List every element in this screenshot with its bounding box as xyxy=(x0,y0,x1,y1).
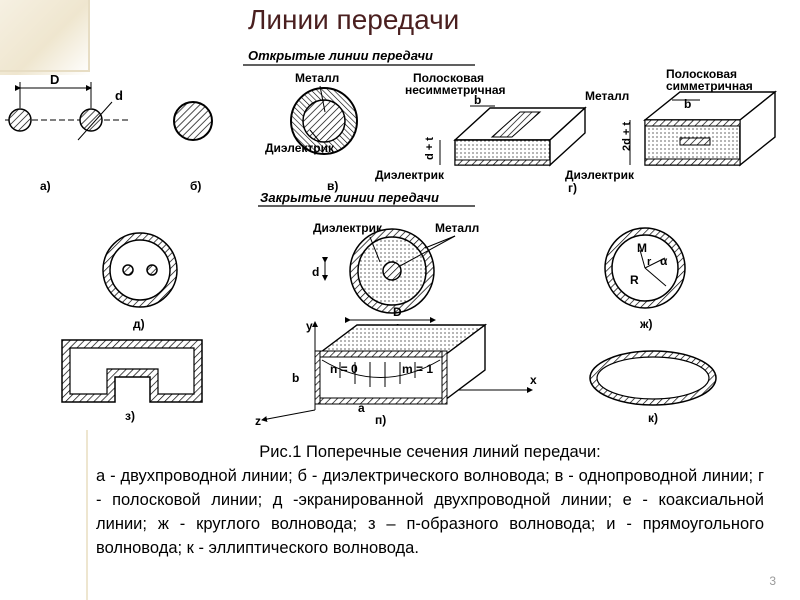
letter-b: б) xyxy=(190,179,201,193)
letter-d: д) xyxy=(133,317,145,331)
diagram-a-two-wire: D d а) xyxy=(5,72,130,193)
label-metal-g: Металл xyxy=(585,89,629,103)
caption-body: а - двухпроводной линии; б - диэлектриче… xyxy=(96,467,764,557)
diagram-z-p-shaped-waveguide: з) xyxy=(61,339,203,423)
letter-zh: ж) xyxy=(639,317,653,331)
label-n0: n = 0 xyxy=(330,362,358,376)
label-alpha: α xyxy=(660,254,668,268)
corner-decoration-line xyxy=(0,70,90,72)
transmission-lines-figure: Открытые линии передачи D d а) б) Металл… xyxy=(5,48,777,428)
label-D: D xyxy=(50,72,59,87)
label-m1: m = 1 xyxy=(402,362,433,376)
diagram-e-coaxial: Диэлектрик Металл D d е) xyxy=(312,221,479,336)
section-closed-label: Закрытые линии передачи xyxy=(260,190,439,205)
label-b-sym: b xyxy=(684,97,691,111)
label-strip-sym-2: симметричная xyxy=(666,79,753,93)
letter-z: з) xyxy=(125,409,135,423)
diagram-k-elliptical-waveguide: к) xyxy=(589,350,717,425)
diagram-b-dielectric-waveguide: б) xyxy=(173,101,213,193)
diagram-v-single-wire: Металл Диэлектрик в) xyxy=(265,71,358,193)
section-open-label: Открытые линии передачи xyxy=(248,48,433,63)
page-number: 3 xyxy=(769,574,776,588)
letter-g: г) xyxy=(568,181,577,195)
label-D-e: D xyxy=(393,305,402,319)
label-x: x xyxy=(530,373,537,387)
section-open-lines: Открытые линии передачи xyxy=(243,48,475,66)
letter-a: а) xyxy=(40,179,51,193)
label-M: M xyxy=(637,241,647,255)
left-accent-bar xyxy=(86,430,88,600)
label-metal-v: Металл xyxy=(295,71,339,85)
label-strip-sym-1: Полосковая xyxy=(666,67,737,81)
diagram-p-rectangular-waveguide: y z x n = 0 m = 1 b a п) xyxy=(255,319,537,428)
letter-p: п) xyxy=(375,413,386,427)
label-d-e: d xyxy=(312,265,319,279)
figure-caption: Рис.1 Поперечные сечения линий передачи:… xyxy=(96,440,764,560)
corner-decoration-vline xyxy=(88,0,90,72)
label-r: r xyxy=(647,256,652,268)
label-d: d xyxy=(115,88,123,103)
section-closed-lines: Закрытые линии передачи xyxy=(258,190,475,207)
label-z: z xyxy=(255,414,261,428)
label-strip-asym-1: Полосковая xyxy=(413,71,484,85)
caption-head: Рис.1 Поперечные сечения линий передачи: xyxy=(259,443,601,461)
label-t2-sym: 2d + t xyxy=(621,122,633,151)
diagram-d-shielded-two-wire: д) xyxy=(102,232,178,331)
diagram-g-strip-lines: Полосковая несимметричная b d + t Полоск… xyxy=(375,67,777,195)
label-metal-e: Металл xyxy=(435,221,479,235)
letter-v: в) xyxy=(327,179,338,193)
corner-decoration xyxy=(0,0,90,75)
label-y: y xyxy=(306,319,313,333)
label-b-asym: b xyxy=(474,93,481,107)
slide-title: Линии передачи xyxy=(248,4,460,35)
label-b-p: b xyxy=(292,371,299,385)
label-strip-asym-2: несимметричная xyxy=(405,83,506,97)
diagram-zh-circular-waveguide: M r α R ж) xyxy=(604,227,686,331)
label-dielectric-v: Диэлектрик xyxy=(265,141,335,155)
label-R: R xyxy=(630,273,639,287)
label-a-p: a xyxy=(358,401,365,415)
label-dielectric-g2: Диэлектрик xyxy=(565,168,635,182)
label-t-asym: d + t xyxy=(424,137,436,160)
label-dielectric-e: Диэлектрик xyxy=(313,221,383,235)
letter-k: к) xyxy=(648,411,658,425)
label-dielectric-g1: Диэлектрик xyxy=(375,168,445,182)
